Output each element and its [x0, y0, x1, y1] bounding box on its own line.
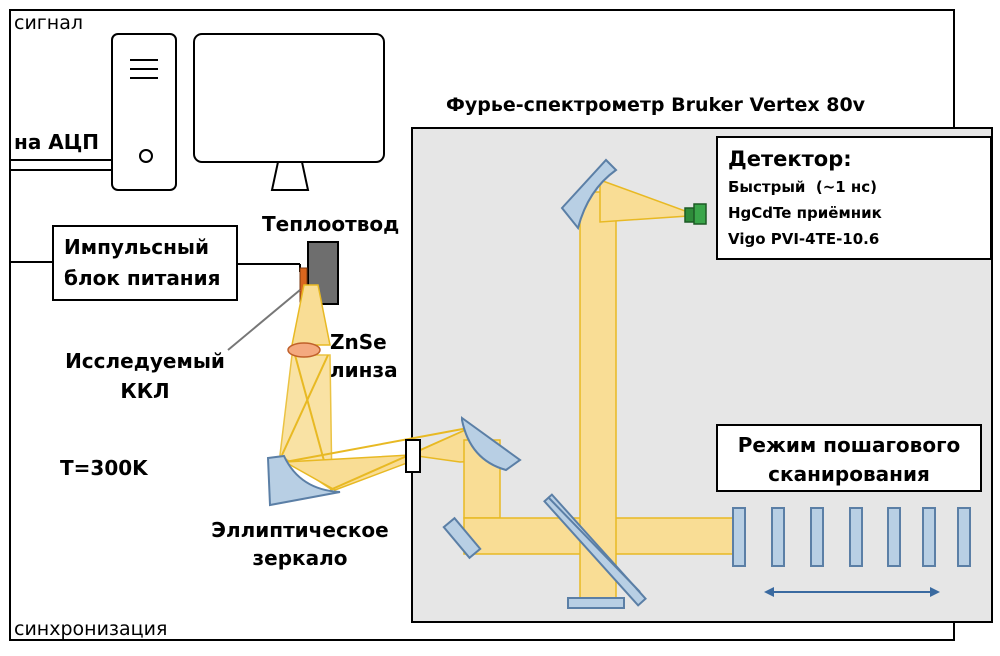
double-arrow-icon	[764, 587, 940, 597]
fold-mirror-left	[442, 516, 482, 560]
znse-lens	[287, 342, 321, 358]
mirror-label: Эллиптическое зеркало	[211, 518, 389, 570]
lens-label: ZnSe линза	[330, 330, 398, 382]
spectrometer-title: Фурье-спектрометр Bruker Vertex 80v	[446, 94, 866, 116]
detector-type: HgCdTe приёмник	[728, 204, 882, 222]
computer-tower-icon	[111, 33, 177, 191]
signal-label: сигнал	[14, 12, 83, 34]
temperature-label: T=300K	[60, 456, 148, 480]
fixed-mirror	[567, 597, 625, 609]
monitor-icon	[193, 33, 385, 191]
detector-mirror	[560, 158, 618, 231]
detector-model: Vigo PVI-4TE-10.6	[728, 230, 880, 248]
moving-mirror-positions	[732, 507, 971, 567]
qcl-pointer	[227, 289, 301, 351]
qcl-label: Исследуемый ККЛ	[65, 349, 225, 403]
elliptical-mirror	[266, 454, 341, 507]
input-mirror	[461, 416, 522, 472]
scan-mode-box: Режим пошагового сканирования	[716, 424, 982, 492]
detector-icon	[684, 203, 707, 225]
heatsink-label: Теплоотвод	[262, 212, 400, 236]
pulse-power-box: Импульсный блок питания	[52, 225, 238, 301]
beam-qcl-lens	[291, 284, 331, 346]
spectrometer-window	[405, 439, 421, 473]
detector-info-box: Детектор: Быстрый (~1 нс) HgCdTe приёмни…	[716, 136, 992, 260]
scan-mode-line2: сканирования	[768, 462, 930, 486]
pulse-power-line2: блок питания	[64, 266, 221, 290]
detector-title: Детектор:	[728, 147, 852, 171]
adc-label: на АЦП	[14, 130, 100, 154]
detector-speed: Быстрый (~1 нс)	[728, 178, 878, 196]
pulse-power-line1: Импульсный	[64, 235, 210, 259]
sync-label: синхронизация	[14, 618, 168, 640]
scan-mode-line1: Режим пошагового	[737, 433, 961, 457]
